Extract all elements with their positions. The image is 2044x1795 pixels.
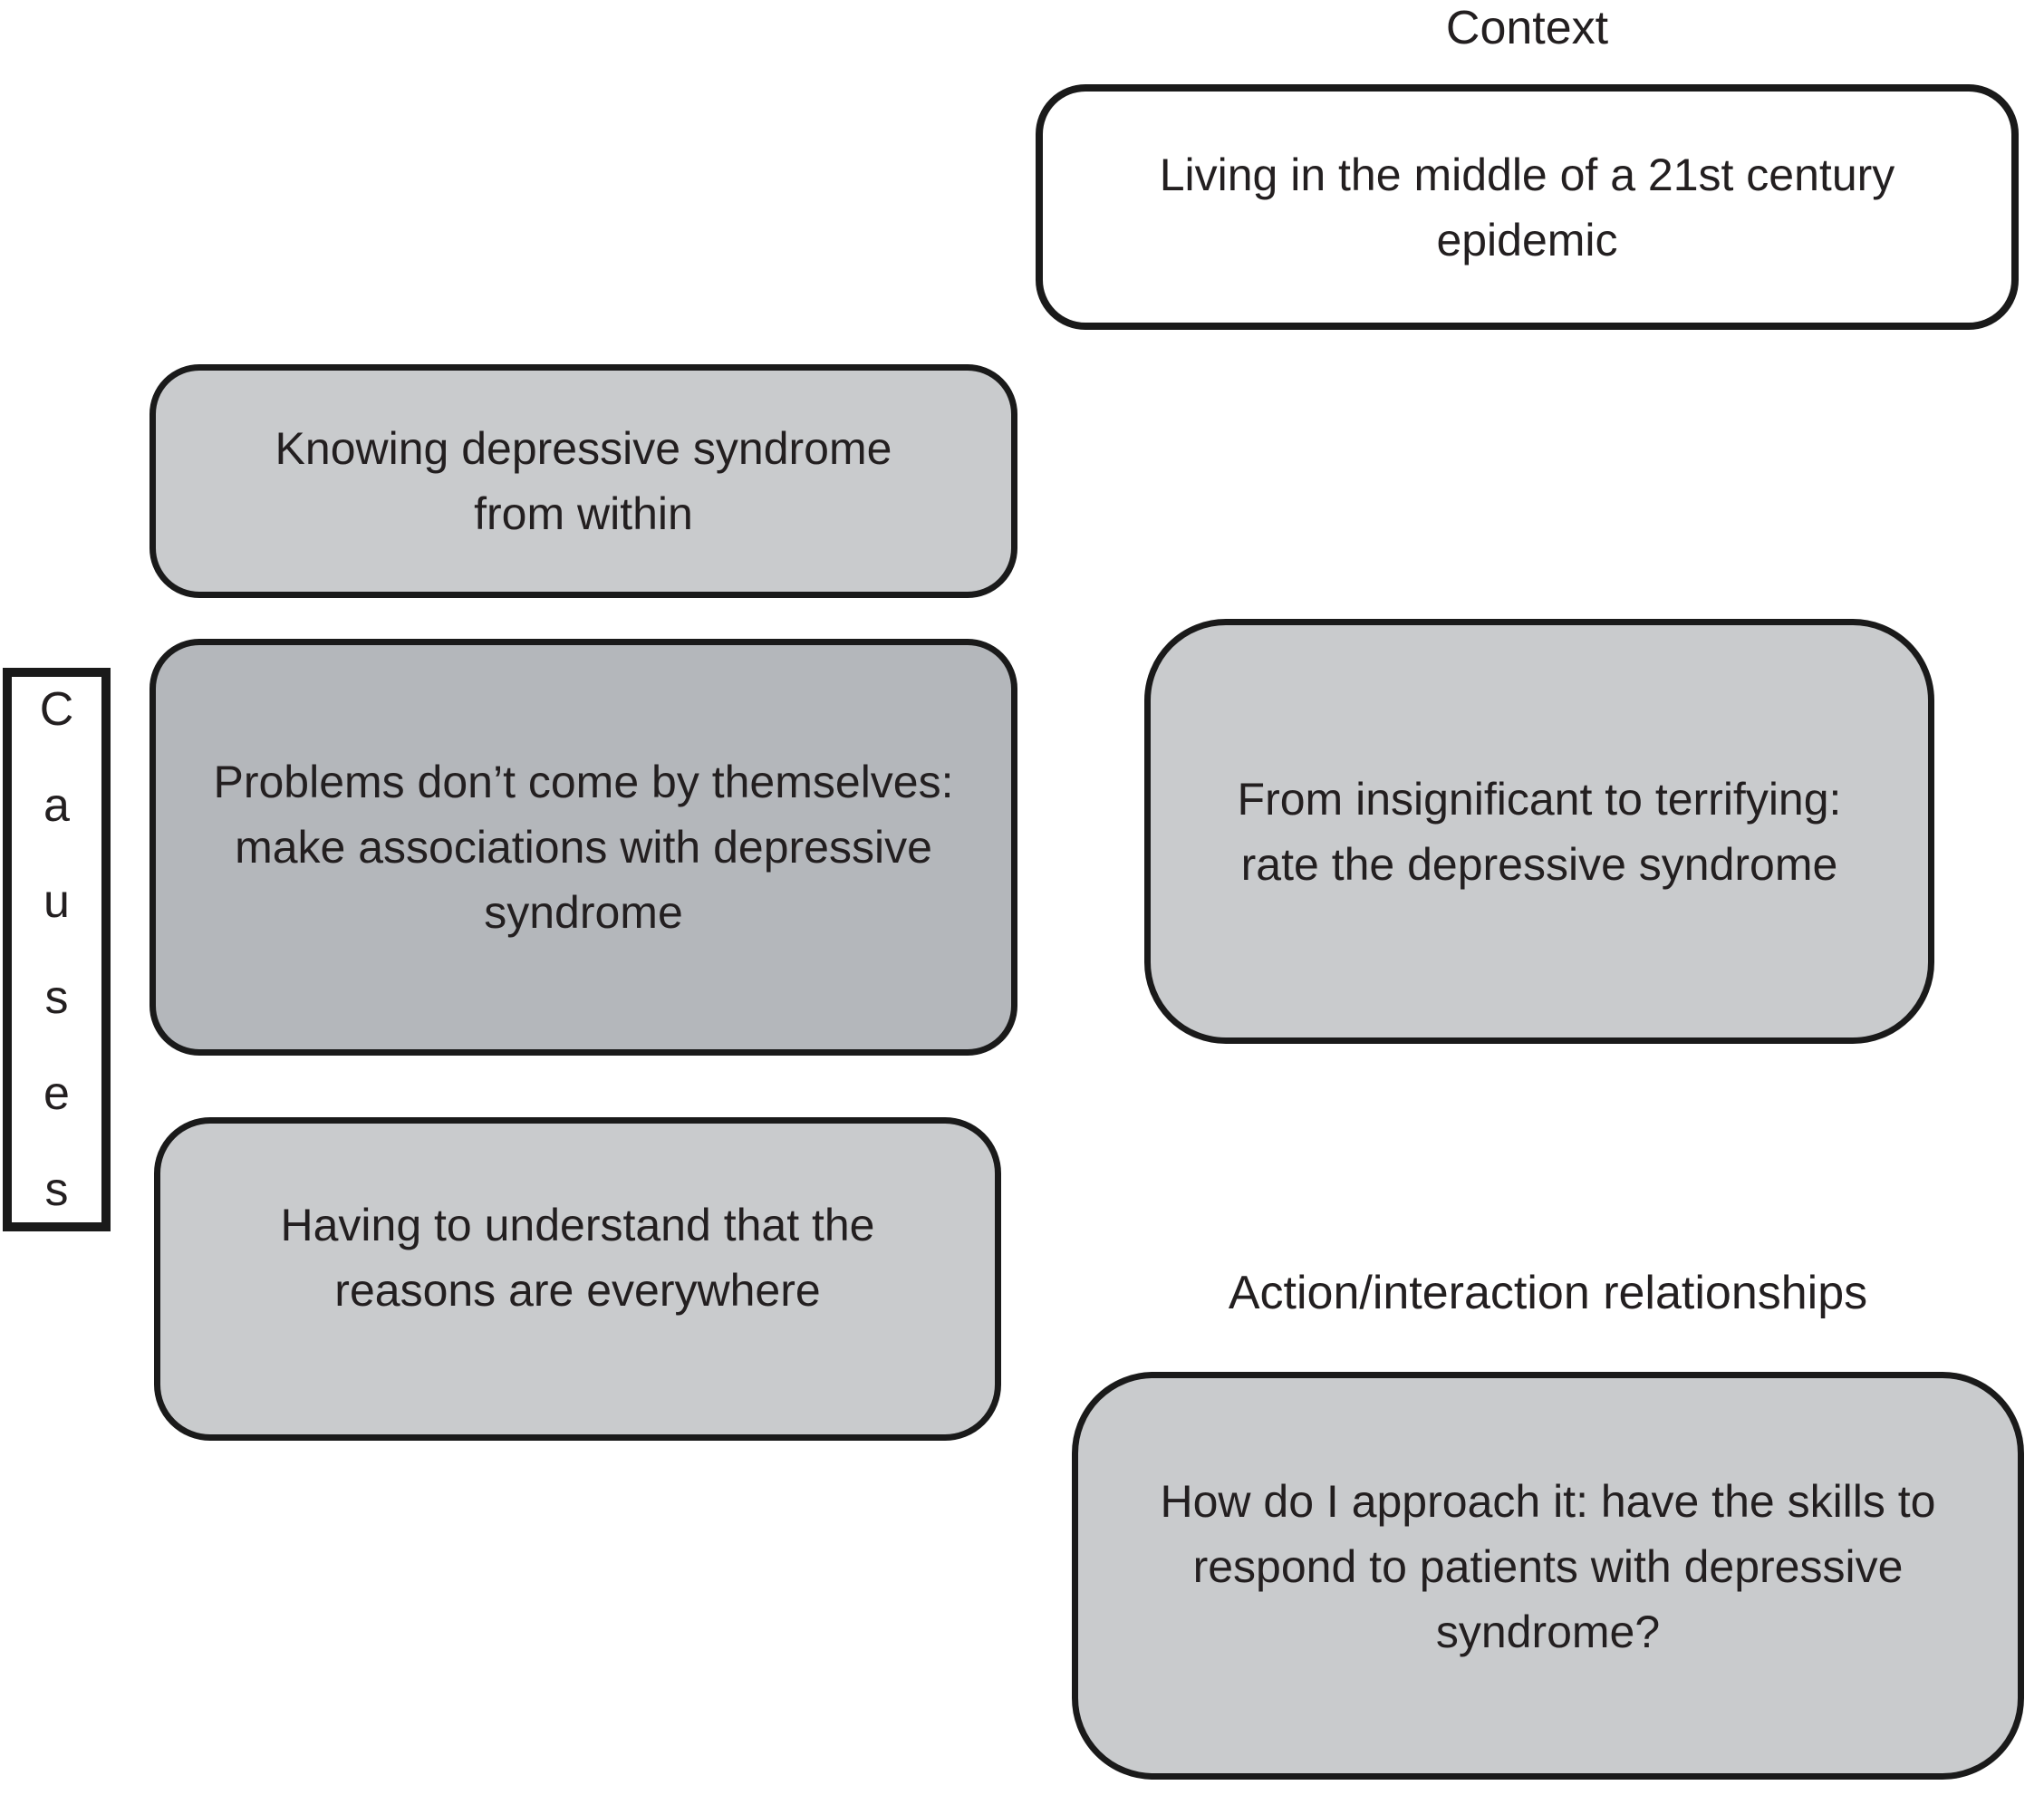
node-text-line: make associations with depressive [235, 822, 932, 873]
node-epidemic-context: Living in the middle of a 21st century e… [1036, 84, 2019, 330]
node-text-line: reasons are everywhere [334, 1264, 821, 1316]
causes-letter: s [44, 1163, 69, 1216]
node-text-line: How do I approach it: have the skills to [1160, 1476, 1936, 1527]
node-text-line: from within [474, 488, 693, 539]
node-knowing-depressive-syndrome: Knowing depressive syndrome from within [149, 364, 1017, 598]
node-text-line: Problems don’t come by themselves: [213, 757, 954, 807]
context-heading: Context [1445, 2, 1609, 54]
node-text-line: Having to understand that the [280, 1199, 875, 1250]
node-approach-skills: How do I approach it: have the skills to… [1072, 1372, 2024, 1780]
node-text-line: Knowing depressive syndrome [275, 423, 892, 474]
node-text-line: syndrome [484, 887, 683, 938]
node-text-line: epidemic [1436, 214, 1618, 265]
node-text-line: From insignificant to terrifying: [1237, 773, 1842, 825]
node-reasons-everywhere: Having to understand that the reasons ar… [154, 1117, 1001, 1441]
causes-letter: e [43, 1067, 70, 1120]
causes-vertical-label: C a u s e s [3, 668, 111, 1231]
node-text-line: respond to patients with depressive [1192, 1541, 1904, 1592]
node-text-line: rate the depressive syndrome [1240, 838, 1838, 890]
node-problems-associations: Problems don’t come by themselves: make … [149, 639, 1017, 1056]
action-interaction-heading: Action/interaction relationships [1228, 1267, 1868, 1319]
causes-letter: s [44, 971, 69, 1024]
node-rate-depressive-syndrome: From insignificant to terrifying: rate t… [1144, 619, 1934, 1044]
causes-letter: C [39, 683, 74, 736]
node-text-line: Living in the middle of a 21st century [1159, 149, 1895, 200]
node-text-line: syndrome? [1435, 1607, 1661, 1657]
causes-letter: a [43, 779, 70, 832]
causes-letter: u [43, 875, 70, 928]
